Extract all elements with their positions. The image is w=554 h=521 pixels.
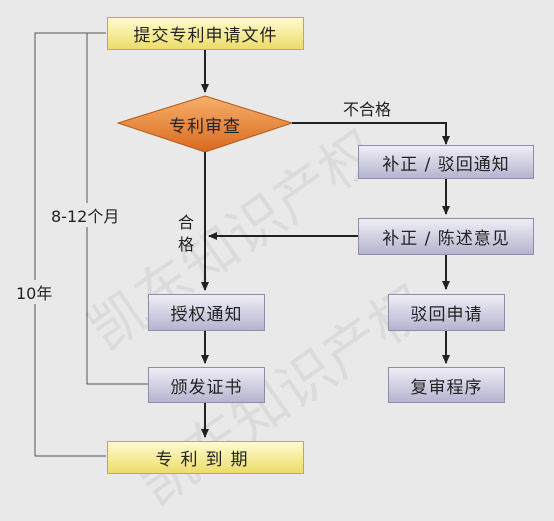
node-correct-reject-notice: 补正 / 驳回通知 bbox=[358, 145, 534, 179]
label-duration-8-12-months: 8-12个月 bbox=[50, 203, 121, 227]
flowchart-canvas bbox=[34, 32, 450, 457]
node-submit-application: 提交专利申请文件 bbox=[107, 17, 304, 50]
label-pass-1: 合 bbox=[177, 213, 194, 232]
label-fail: 不合格 bbox=[343, 100, 392, 119]
node-patent-review: 专利审查 bbox=[169, 116, 241, 137]
node-reexamination: 复审程序 bbox=[388, 367, 505, 403]
node-reject-application: 驳回申请 bbox=[388, 294, 505, 331]
node-grant-notice: 授权通知 bbox=[148, 294, 265, 331]
node-patent-expiry: 专利到期 bbox=[107, 441, 304, 474]
arrow-review-to-fail bbox=[292, 122, 450, 145]
node-issue-certificate: 颁发证书 bbox=[148, 367, 265, 403]
label-pass-2: 格 bbox=[177, 235, 194, 254]
bracket-10-years bbox=[34, 32, 106, 457]
node-correct-state-opinion: 补正 / 陈述意见 bbox=[358, 218, 534, 255]
label-duration-10-years: 10年 bbox=[15, 280, 54, 304]
